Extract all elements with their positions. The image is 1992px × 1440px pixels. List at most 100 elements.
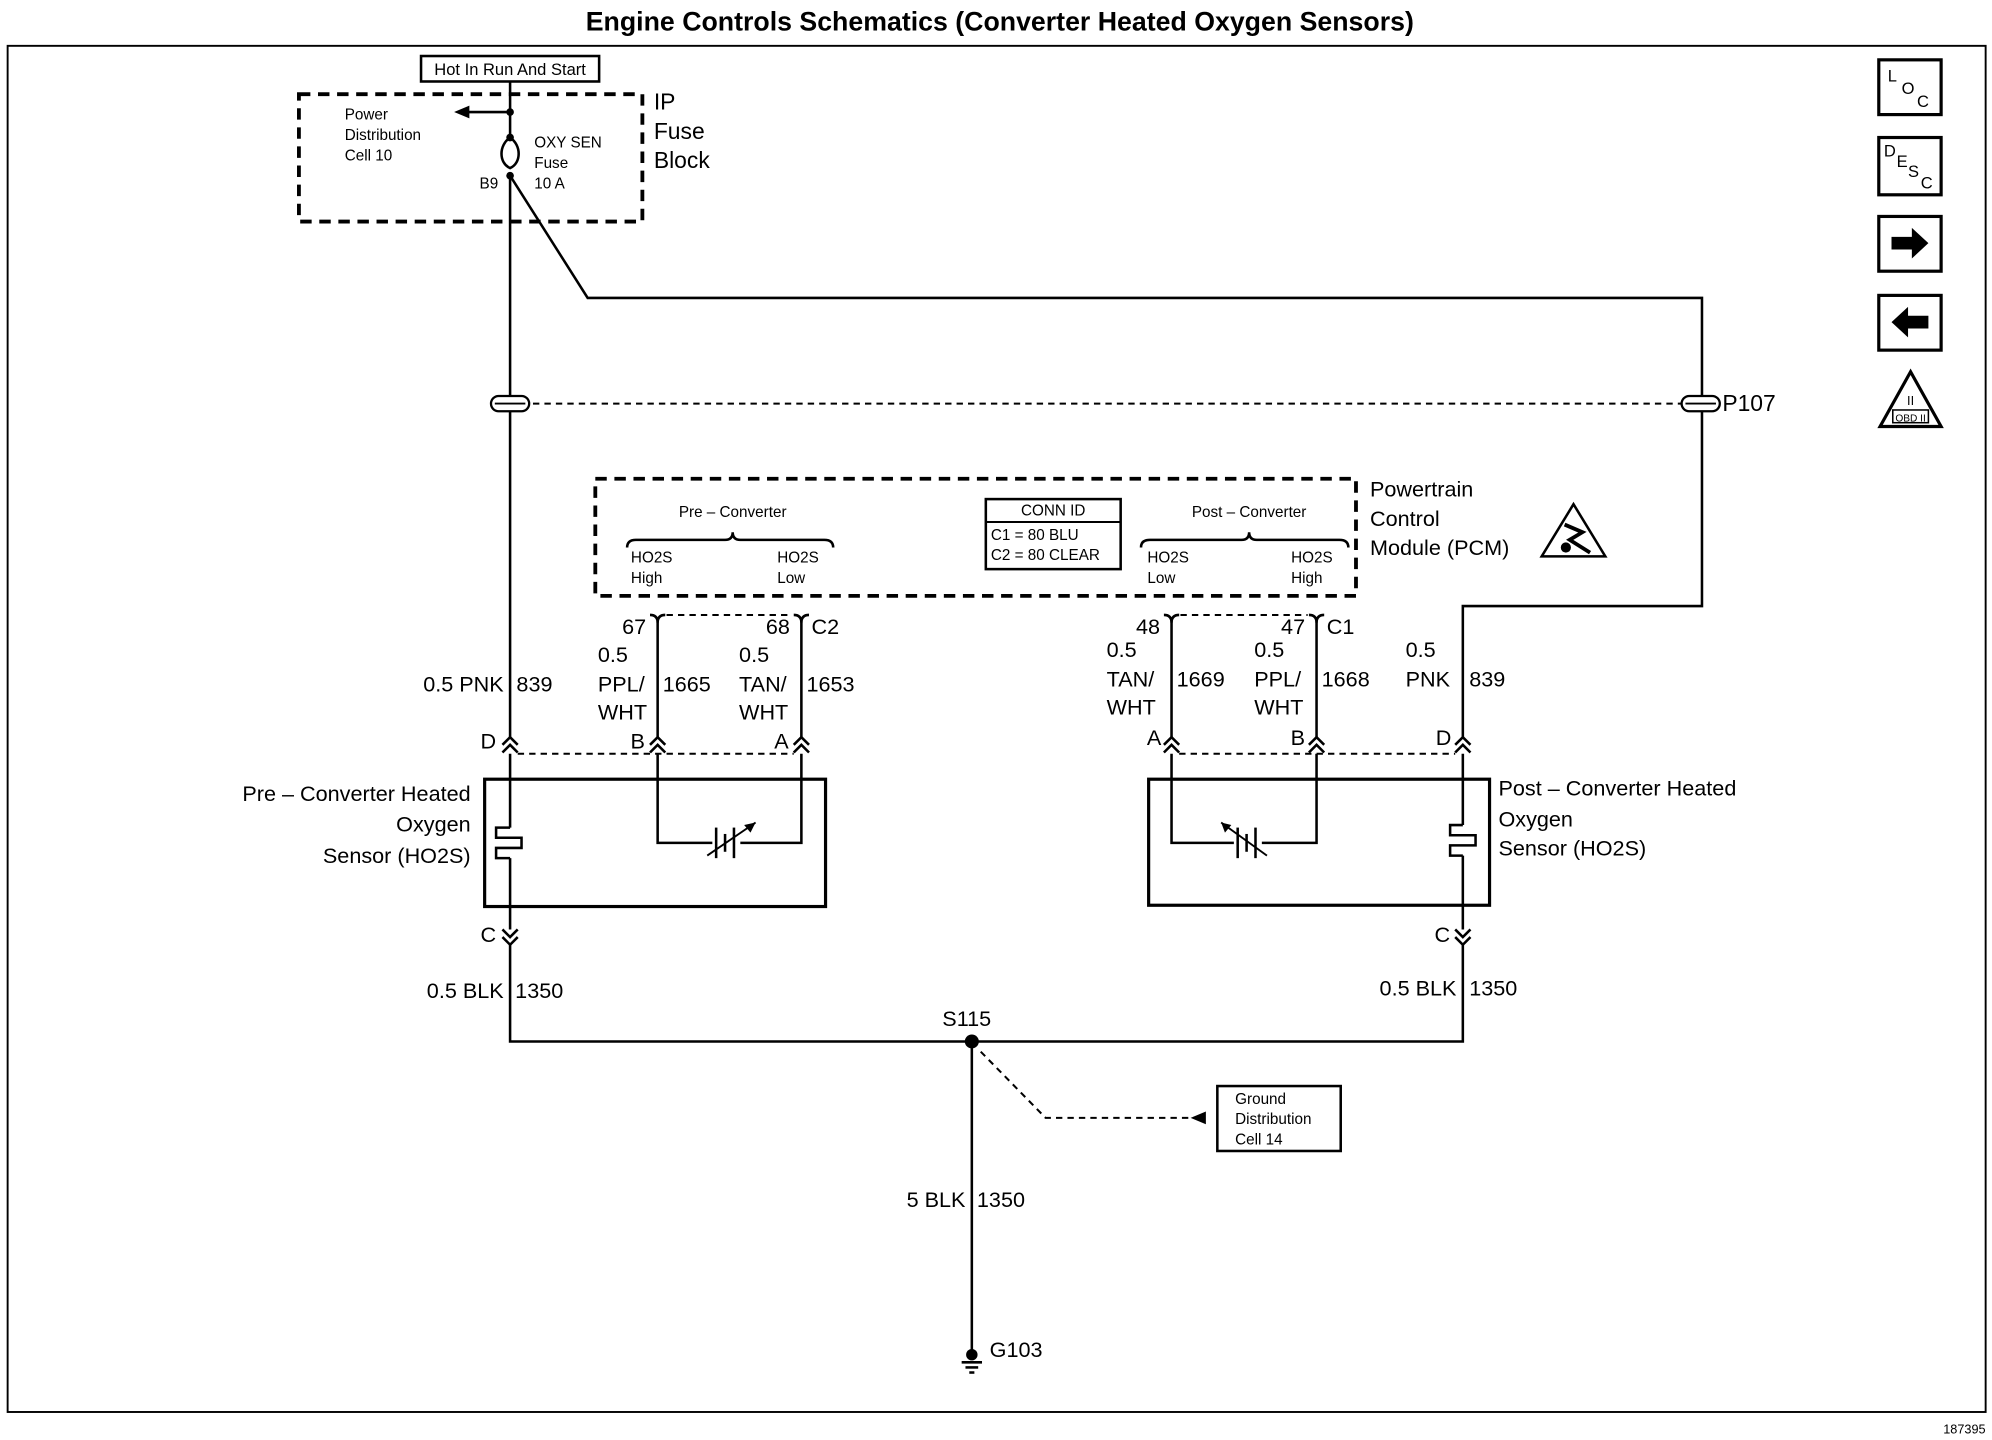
post-sensor-line3: Sensor (HO2S) <box>1498 836 1646 861</box>
arrow-left-icon <box>454 105 470 119</box>
heater-element-icon <box>494 826 523 860</box>
post-sensor-box <box>1147 777 1492 907</box>
arrow-left-icon <box>1891 306 1929 338</box>
ground-dist-line3: Cell 14 <box>1235 1132 1283 1149</box>
pcm-post-pin-high-2: High <box>1291 570 1322 587</box>
wire-1350-ground-circuit: 1350 <box>977 1187 1025 1212</box>
power-wires <box>508 175 1704 739</box>
ip-fuse-block: Hot In Run And Start Power Distribution … <box>297 54 710 224</box>
pcm-post-pin-low-1: HO2S <box>1147 550 1189 567</box>
ground-dist-line2: Distribution <box>1235 1111 1311 1128</box>
wire-1653-color2: WHT <box>739 699 788 724</box>
pcm-pre-pin-low-2: Low <box>777 570 806 587</box>
desc-c: C <box>1921 173 1933 192</box>
obd-ii-button[interactable]: II OBD II <box>1877 368 1944 429</box>
fuse-line2: Fuse <box>534 155 568 172</box>
wire-1350-left-circuit: 1350 <box>515 978 563 1003</box>
loc-c: C <box>1917 92 1929 111</box>
connector-left-icon <box>489 394 531 413</box>
next-page-button[interactable] <box>1877 214 1943 273</box>
sensor-connectors <box>501 735 1472 947</box>
connector-right-icon <box>1680 394 1721 413</box>
wire-1668-size: 0.5 <box>1254 637 1284 662</box>
splice-s115-label: S115 <box>942 1006 991 1031</box>
conn-id-c1: C1 = 80 BLU <box>991 527 1079 544</box>
wire-1653-circuit: 1653 <box>806 671 854 696</box>
ground-g103-label: G103 <box>990 1337 1043 1362</box>
pin-67: 67 <box>622 614 646 639</box>
inline-connector-p107: P107 <box>489 390 1776 416</box>
wire-1350-left-size: 0.5 BLK <box>427 978 504 1003</box>
cavity-a-right: A <box>1147 725 1162 750</box>
connector-c1: C1 <box>1327 614 1355 639</box>
wire-839-left-size: 0.5 PNK <box>423 671 504 696</box>
conn-id-box <box>984 497 1122 571</box>
fuse-line1: OXY SEN <box>534 135 602 152</box>
ground-icon <box>961 1348 983 1374</box>
pcm-pre-pin-low-1: HO2S <box>777 550 819 567</box>
desc-d: D <box>1884 142 1896 161</box>
obd-label: OBD II <box>1895 413 1926 424</box>
previous-page-button[interactable] <box>1877 293 1943 352</box>
fuse-block-name-line1: IP <box>654 88 676 114</box>
pcm-name-line2: Control <box>1370 506 1440 531</box>
power-dist-line1: Power <box>345 107 388 124</box>
wire-1653-size: 0.5 <box>739 642 769 667</box>
wire-1669-color2: WHT <box>1107 694 1156 719</box>
post-sensor-line1: Post – Converter Heated <box>1498 776 1736 801</box>
wire-1669-color1: TAN/ <box>1107 666 1156 691</box>
pcm-name-line1: Powertrain <box>1370 477 1473 502</box>
left-wire-labels: 67 68 C2 0.5 PNK 839 0.5 PPL/ WHT 1665 0… <box>423 614 854 754</box>
power-dist-line3: Cell 10 <box>345 147 393 164</box>
cavity-d-left: D <box>480 729 496 754</box>
pcm-pre-pin-high-1: HO2S <box>631 550 673 567</box>
wire-839-right-size: 0.5 <box>1406 637 1436 662</box>
pin-68: 68 <box>766 614 790 639</box>
page-title: Engine Controls Schematics (Converter He… <box>586 7 1414 37</box>
wire-1668-circuit: 1668 <box>1322 666 1370 691</box>
oxygen-cell-icon <box>706 821 757 859</box>
p107-label: P107 <box>1722 390 1775 416</box>
pre-sensor-line2: Oxygen <box>396 811 470 836</box>
heater-element-icon <box>1448 823 1477 857</box>
pre-sensor-box <box>483 777 828 909</box>
post-sensor-line2: Oxygen <box>1498 806 1572 831</box>
connector-c2: C2 <box>812 614 840 639</box>
arrow-right-icon <box>1891 227 1929 259</box>
fuse-icon <box>500 136 520 170</box>
cavity-c-left: C <box>480 922 496 947</box>
pcm-name-line3: Module (PCM) <box>1370 535 1509 560</box>
desc-button[interactable]: D E S C <box>1877 135 1943 197</box>
obd-mark: II <box>1907 393 1914 408</box>
wire-1669-circuit: 1669 <box>1177 666 1225 691</box>
pcm-outline <box>593 476 1358 598</box>
hot-in-run-label: Hot In Run And Start <box>434 60 586 79</box>
loc-o: O <box>1902 79 1915 98</box>
power-dist-line2: Distribution <box>345 127 421 144</box>
ground-distribution-box: Ground Distribution Cell 14 <box>1216 1084 1342 1153</box>
fuse-line3: 10 A <box>534 175 565 192</box>
cavity-c-right: C <box>1434 922 1450 947</box>
cavity-d-right: D <box>1436 725 1452 750</box>
loc-button[interactable]: L O C <box>1877 58 1943 117</box>
desc-e: E <box>1897 152 1908 171</box>
pcm-post-pin-high-1: HO2S <box>1291 550 1333 567</box>
conn-id-title: CONN ID <box>1021 503 1085 520</box>
post-converter-sensor: Post – Converter Heated Oxygen Sensor (H… <box>1147 753 1736 930</box>
cavity-b-right: B <box>1291 725 1305 750</box>
esd-warning-icon <box>1539 501 1608 558</box>
wire-1665-color2: WHT <box>598 699 647 724</box>
cavity-a-left: A <box>774 729 789 754</box>
splice-s115-dot <box>964 1034 979 1049</box>
conn-id-c2: C2 = 80 CLEAR <box>991 547 1100 564</box>
wire-1350-ground-size: 5 BLK <box>907 1187 966 1212</box>
desc-s: S <box>1908 162 1919 181</box>
fuse-block-name-line2: Fuse <box>654 118 705 144</box>
fuse-pin-b9: B9 <box>480 175 499 192</box>
wire-1350-right-size: 0.5 BLK <box>1380 976 1457 1001</box>
pcm-pre-label: Pre – Converter <box>679 504 787 521</box>
figure-id: 187395 <box>1943 1422 1985 1437</box>
drawing-frame <box>6 44 1987 1413</box>
loc-l: L <box>1888 66 1897 85</box>
